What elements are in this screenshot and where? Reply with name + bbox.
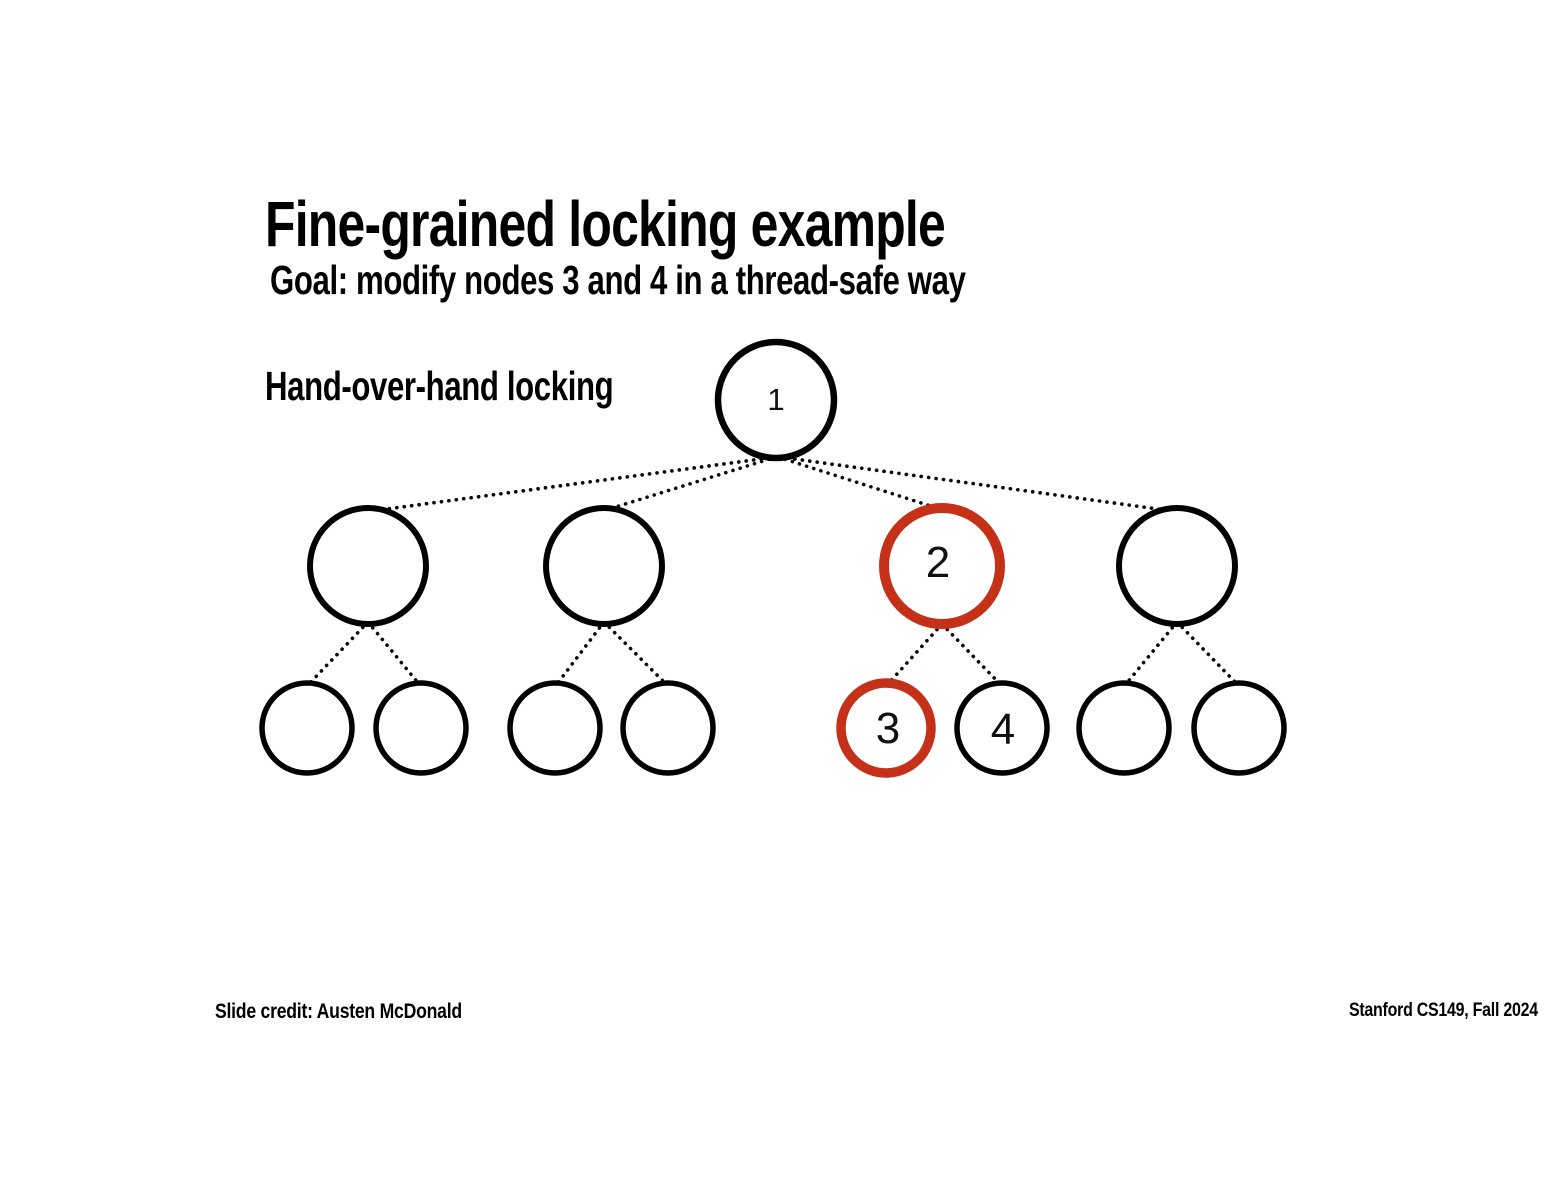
node-level3-1 (259, 680, 355, 776)
node-level3-8 (1191, 680, 1287, 776)
node-root (714, 338, 838, 462)
node-level3-2 (373, 680, 469, 776)
edge-child3-leaf2 (940, 622, 1002, 686)
node-level3-4 (620, 680, 716, 776)
node-level2-3-highlighted (879, 503, 1005, 629)
edge-root-child3 (776, 455, 942, 511)
edge-root-child1 (370, 455, 778, 513)
page-subtitle: Goal: modify nodes 3 and 4 in a thread-s… (270, 257, 966, 303)
edge-root-child2 (604, 455, 778, 512)
node-level3-3 (507, 680, 603, 776)
node-level2-2 (543, 505, 665, 627)
node-label-1: 1 (767, 382, 784, 417)
slide-credit: Slide credit: Austen McDonald (215, 1000, 462, 1023)
edge-child3-leaf1 (886, 622, 944, 686)
edge-child4-leaf2 (1175, 620, 1239, 686)
edge-root-child4 (778, 455, 1174, 513)
technique-label: Hand-over-hand locking (265, 363, 614, 409)
edge-child2-leaf1 (555, 620, 606, 686)
edge-child1-leaf1 (307, 620, 370, 686)
tree-node-labels: 1 2 3 4 (767, 382, 1015, 754)
page-title: Fine-grained locking example (265, 188, 946, 260)
node-level2-4 (1116, 505, 1238, 627)
tree-edges (307, 455, 1239, 686)
edge-child1-leaf2 (366, 620, 421, 686)
node-level3-6 (954, 680, 1050, 776)
node-level3-5-highlighted (836, 678, 936, 778)
node-level3-7 (1076, 680, 1172, 776)
tree-nodes (259, 338, 1287, 778)
node-level2-1 (307, 505, 429, 627)
edge-child4-leaf1 (1124, 620, 1179, 686)
node-label-4: 4 (991, 705, 1015, 754)
node-label-2: 2 (926, 538, 950, 587)
course-footer: Stanford CS149, Fall 2024 (1349, 1000, 1538, 1021)
node-label-3: 3 (876, 704, 900, 753)
edge-child2-leaf2 (602, 620, 668, 686)
